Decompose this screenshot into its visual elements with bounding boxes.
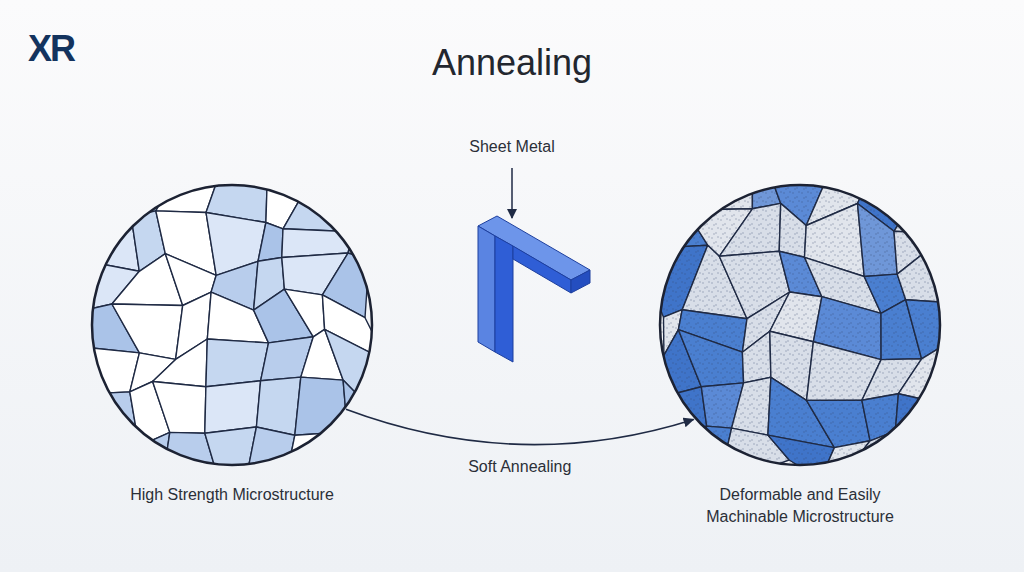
microstructure-node: High Strength Microstructure xyxy=(82,185,382,506)
grain-circle xyxy=(657,182,943,468)
logo-text: XR xyxy=(28,28,74,70)
grain-circle xyxy=(89,182,375,468)
pointer-line xyxy=(511,168,513,218)
microstructure-node: Deformable and Easily Machinable Microst… xyxy=(650,185,950,528)
node-label: Deformable and Easily Machinable Microst… xyxy=(685,484,915,528)
process-label: Soft Annealing xyxy=(465,458,574,476)
title: Annealing xyxy=(0,42,1024,84)
process-arrow xyxy=(346,409,694,444)
part-label: Sheet Metal xyxy=(412,138,612,156)
l-bracket xyxy=(478,216,590,362)
node-label: High Strength Microstructure xyxy=(92,484,372,506)
